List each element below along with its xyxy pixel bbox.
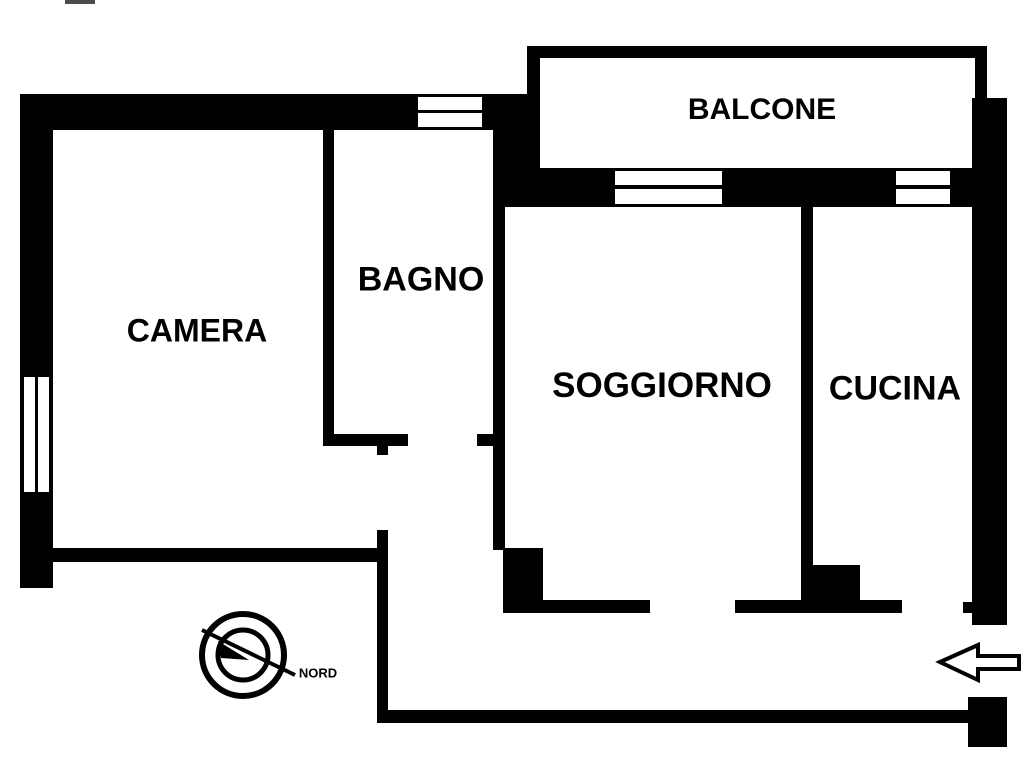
wall-soggiorno-cucina [801, 207, 813, 613]
compass-label: NORD [298, 665, 338, 681]
wall-right-stub [963, 602, 972, 613]
wall-balcony-band [504, 168, 972, 207]
wall-left [20, 94, 53, 588]
top-edge-artifact [65, 0, 95, 4]
wall-camera-bagno [323, 130, 334, 446]
wall-corridor-left [377, 530, 388, 723]
window-cucina-divider [896, 185, 950, 189]
wall-balcony-top [527, 46, 987, 58]
wall-bagno-right [493, 130, 505, 550]
room-label-bagno: BAGNO [357, 260, 485, 299]
wall-bagno-bottom [323, 434, 408, 446]
wall-bagno-door-jamb [477, 434, 505, 446]
wall-corridor-bottom [377, 710, 972, 723]
wall-soggiorno-bottom [503, 600, 650, 613]
compass-icon [199, 611, 296, 699]
window-top-divider [418, 110, 482, 113]
entrance-arrow-icon [935, 641, 1021, 684]
window-left-divider [35, 377, 38, 492]
window-soggiorno-divider [615, 185, 722, 189]
wall-bagno-door-nub [377, 446, 388, 455]
room-label-cucina: CUCINA [828, 369, 962, 408]
room-label-balcone: BALCONE [687, 93, 837, 126]
wall-cucina-pillar [810, 565, 860, 613]
wall-right [972, 98, 1007, 625]
wall-balcony-right [975, 46, 987, 98]
wall-corridor-end-block [968, 697, 1007, 747]
room-label-camera: CAMERA [126, 312, 268, 349]
wall-camera-bottom [40, 548, 388, 562]
room-label-soggiorno: SOGGIORNO [552, 366, 772, 405]
